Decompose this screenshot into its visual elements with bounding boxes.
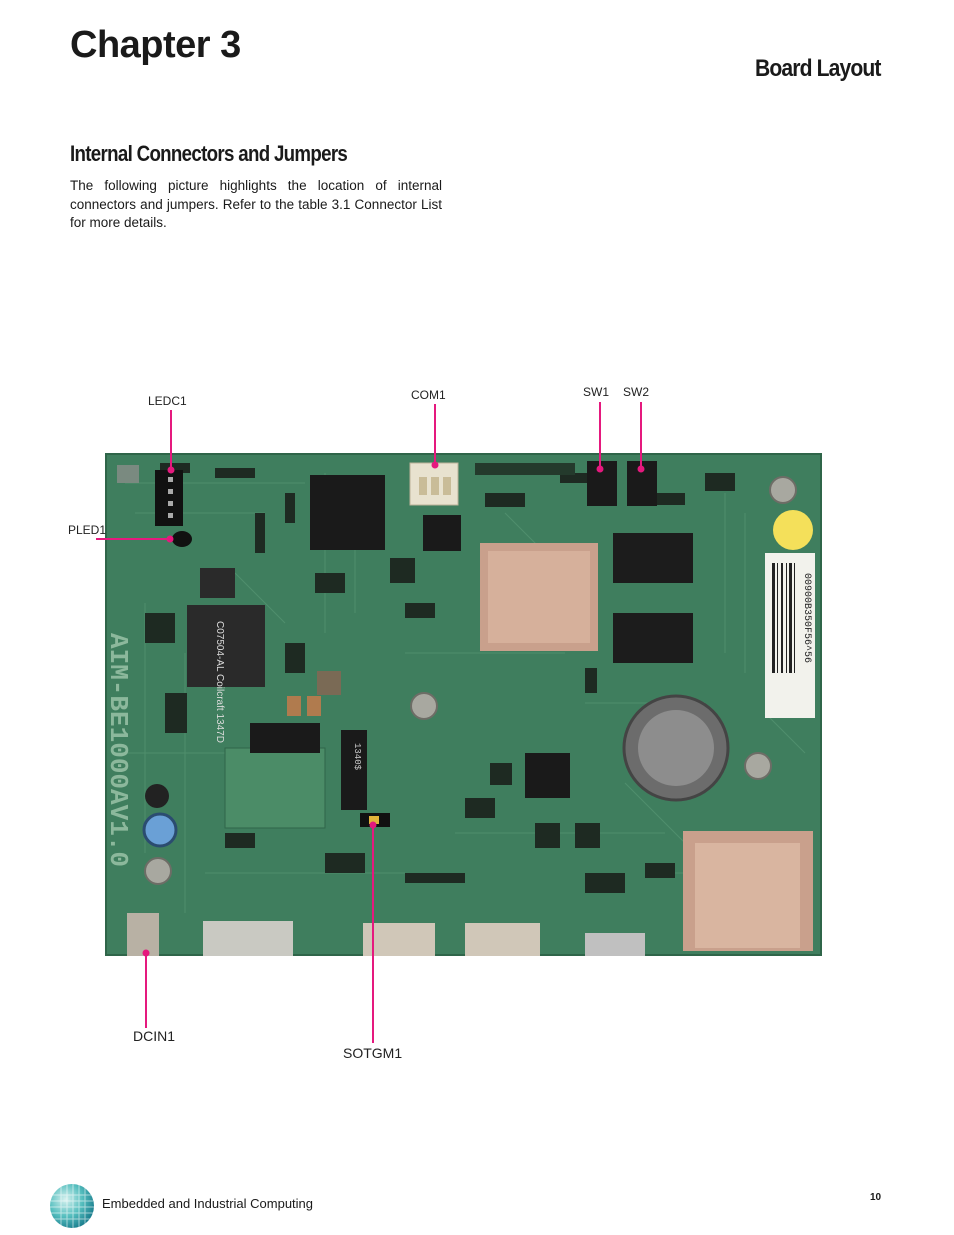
board-photo: 00900B350F56^56 C07504-AL Coilcraft 1347… bbox=[105, 453, 822, 956]
company-logo bbox=[50, 1184, 94, 1228]
pled1-component bbox=[172, 531, 192, 547]
header-row bbox=[475, 463, 575, 475]
chip-center bbox=[341, 730, 367, 810]
callout-label-sw2: SW2 bbox=[623, 385, 650, 399]
pled-led bbox=[117, 465, 139, 483]
callout-label-sotgm1: SOTGM1 bbox=[343, 1045, 403, 1061]
barcode-text: 00900B350F56^56 bbox=[801, 573, 812, 663]
sw2-switch bbox=[627, 461, 657, 506]
otgusb-connector bbox=[465, 923, 540, 956]
ok-sticker bbox=[773, 510, 813, 550]
board-model-marking: AIM-BE1000AV1.0 bbox=[105, 633, 133, 867]
subsection-title: Internal Connectors and Jumpers bbox=[70, 141, 348, 166]
callout-label-com1: COM1 bbox=[411, 388, 446, 402]
hostusb-connector bbox=[363, 923, 435, 956]
inductor-label: C07504-AL Coilcraft 1347D bbox=[214, 621, 225, 743]
callout-label-pled1: PLED1 bbox=[68, 523, 107, 537]
memory-chip-1 bbox=[613, 533, 693, 583]
electrolytic-cap bbox=[142, 812, 178, 848]
chip-top bbox=[310, 475, 385, 550]
hdmi-connector bbox=[585, 933, 645, 956]
mounting-screws bbox=[144, 476, 797, 885]
section-title: Board Layout bbox=[755, 55, 881, 82]
intro-paragraph: The following picture highlights the loc… bbox=[70, 178, 442, 230]
page-number: 10 bbox=[870, 1192, 882, 1203]
chapter-title: Chapter 3 bbox=[70, 24, 241, 66]
memory-chip-2 bbox=[613, 613, 693, 663]
bottom-connector-1 bbox=[203, 921, 293, 956]
sw1-switch bbox=[587, 461, 617, 506]
qfp-area bbox=[224, 747, 326, 829]
chip-code: 1340$ bbox=[352, 743, 362, 771]
callout-label-sw1: SW1 bbox=[583, 385, 610, 399]
footer-tagline: Embedded and Industrial Computing bbox=[102, 1196, 314, 1211]
callout-label-ledc1: LEDC1 bbox=[148, 394, 187, 408]
inductor bbox=[187, 605, 265, 687]
dcin1-connector bbox=[127, 913, 159, 956]
callout-label-dcin1: DCIN1 bbox=[133, 1028, 176, 1044]
